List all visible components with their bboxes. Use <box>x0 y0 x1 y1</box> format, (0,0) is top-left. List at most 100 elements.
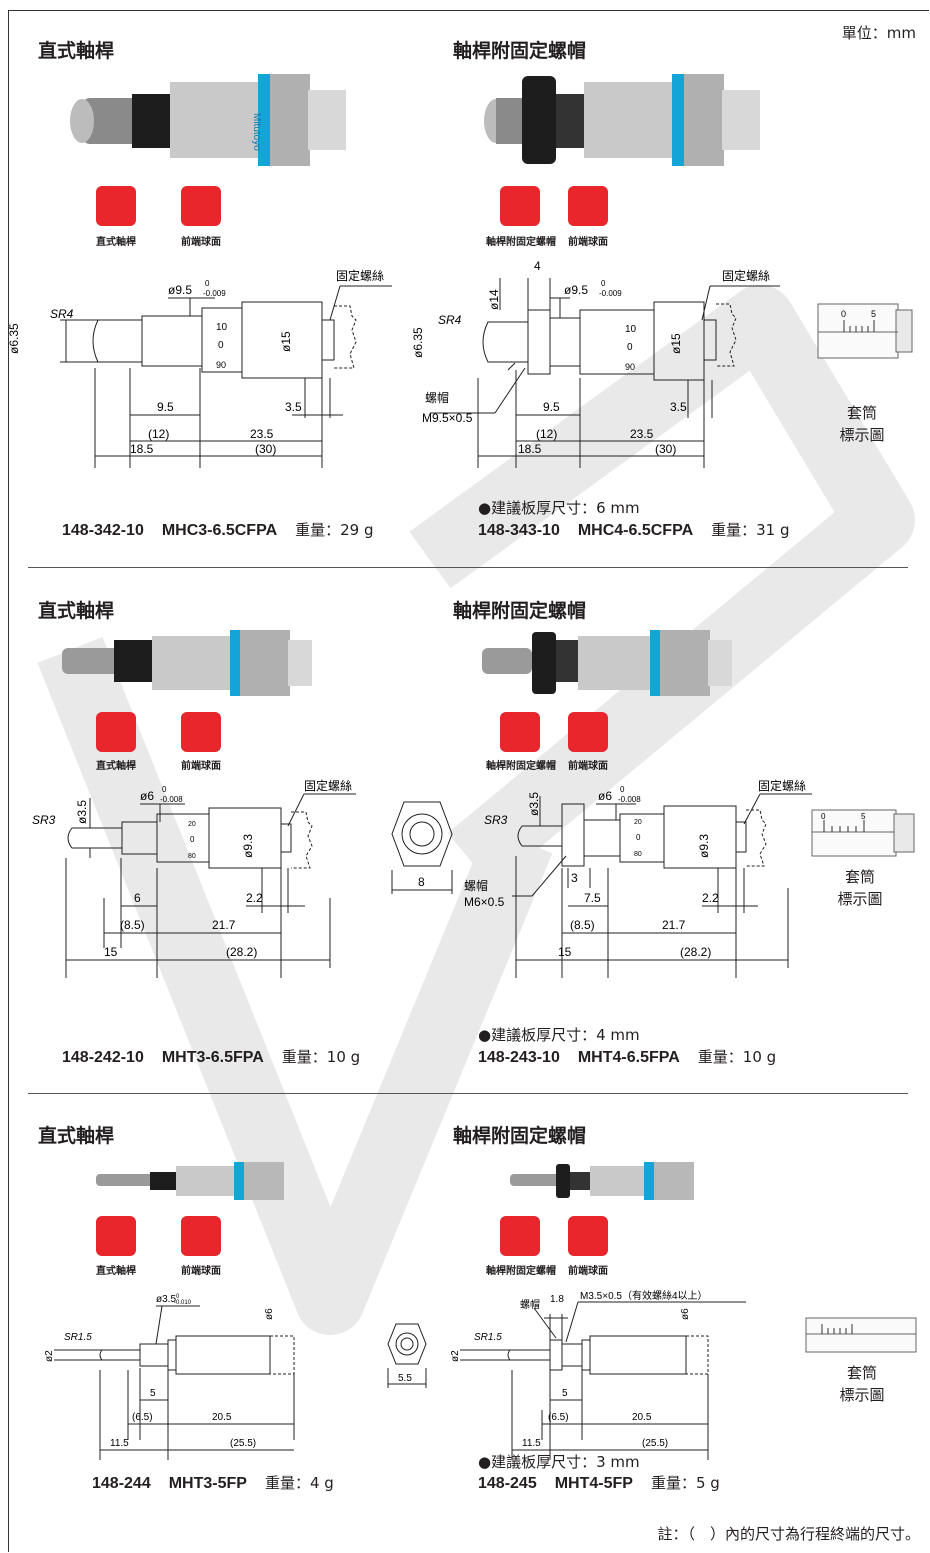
icon-label: 前端球面 <box>568 237 608 248</box>
icon-label: 軸桿附固定螺帽 <box>486 1266 556 1277</box>
dim-sr: SR1.5 <box>474 1332 502 1343</box>
lock-screw-label: 固定螺絲 <box>304 778 352 793</box>
dim-shaft-dia: ø6.35 <box>7 323 21 354</box>
dim-d6: (28.2) <box>226 945 257 959</box>
dim-d1: 6 <box>134 891 141 905</box>
dim-thimble-dia: ø9.3 <box>697 834 711 858</box>
dim-sr: SR3 <box>484 813 508 827</box>
dimension-drawing-mht4: SR3 ø3.5 ø6 0 -0.008 ø9.3 固定螺絲 20 0 80 3… <box>464 778 812 978</box>
dim-d5: 15 <box>104 945 118 959</box>
dim-d2: 3.5 <box>285 400 302 414</box>
dim-sr: SR3 <box>32 813 56 827</box>
scale-mark: 20 <box>188 821 196 828</box>
recommended-plate: ●建議板厚尺寸：3 mm <box>478 1453 640 1471</box>
straight-spindle-icon <box>96 1216 136 1256</box>
dim-sr: SR4 <box>438 313 462 327</box>
page-frame <box>8 10 929 1552</box>
nut-label: 螺帽 <box>464 878 488 893</box>
dim-thimble-dia: ø9.3 <box>241 834 255 858</box>
sleeve-label: 套筒標示圖 <box>837 868 883 908</box>
dim-tol-lower: -0.010 <box>174 1300 192 1306</box>
dim-spindle-dia: ø6 <box>598 789 612 803</box>
icon-label: 前端球面 <box>568 1266 608 1277</box>
dim-tol-lower: -0.008 <box>618 795 641 804</box>
dim-d3: (6.5) <box>548 1412 569 1423</box>
dim-sr: SR4 <box>50 307 74 321</box>
sleeve-tick: 0 <box>841 309 846 319</box>
dim-d3: (12) <box>148 427 169 441</box>
dim-spindle-dia: ø9.5 <box>168 283 192 297</box>
dim-d6: (25.5) <box>230 1438 256 1449</box>
sleeve-tick: 5 <box>871 309 876 319</box>
scale-mark: 0 <box>627 342 633 353</box>
dim-d2: 3.5 <box>670 400 687 414</box>
icon-label: 直式軸桿 <box>96 761 136 772</box>
straight-spindle-icon <box>96 186 136 226</box>
dim-shaft-dia: ø2 <box>450 1350 461 1362</box>
section-1-right-title: 軸桿附固定螺帽 <box>453 40 587 62</box>
scale-mark: 80 <box>188 853 196 860</box>
icon-label: 直式軸桿 <box>96 1266 136 1277</box>
dim-d4: 20.5 <box>212 1412 232 1423</box>
dim-tol-lower: -0.008 <box>160 795 183 804</box>
hex-width: 8 <box>418 875 425 889</box>
dim-d5: 15 <box>558 945 572 959</box>
spherical-tip-icon <box>568 1216 608 1256</box>
spindle-with-nut-icon <box>500 712 540 752</box>
scale-mark: 10 <box>216 322 228 333</box>
scale-mark: 0 <box>190 835 195 844</box>
dim-thimble-dia: ø6 <box>680 1308 691 1320</box>
section-2-left-title: 直式軸桿 <box>38 600 115 622</box>
nut-label: 螺帽 <box>425 390 449 405</box>
scale-mark: 90 <box>216 360 226 370</box>
dim-d5: 18.5 <box>518 442 542 456</box>
dim-tol-upper: 0 <box>162 785 167 794</box>
lock-screw-label: 固定螺絲 <box>722 268 770 283</box>
dim-d1: 5 <box>150 1388 156 1399</box>
sleeve-tick: 0 <box>821 812 826 821</box>
dim-tol-lower: -0.009 <box>203 289 226 298</box>
spherical-tip-icon <box>568 712 608 752</box>
dim-tol-upper: 0 <box>620 785 625 794</box>
dim-tol-upper: 0 <box>205 279 210 288</box>
dim-nut-width: 1.8 <box>550 1294 564 1305</box>
sleeve-tick: 5 <box>861 812 866 821</box>
dim-d1: 9.5 <box>157 400 174 414</box>
scale-mark: 10 <box>625 324 637 335</box>
dim-spindle-dia: ø9.5 <box>564 283 588 297</box>
dim-d6: (25.5) <box>642 1438 668 1449</box>
icon-label: 前端球面 <box>568 761 608 772</box>
section-3-left-title: 直式軸桿 <box>38 1125 115 1147</box>
icon-label: 前端球面 <box>181 237 221 248</box>
hex-width: 5.5 <box>398 1373 412 1384</box>
dim-d1: 5 <box>562 1388 568 1399</box>
dim-tol-upper: 0 <box>601 279 606 288</box>
dim-nut-width: 4 <box>534 259 541 273</box>
straight-spindle-icon <box>96 712 136 752</box>
dim-thimble-dia: ø15 <box>279 331 293 352</box>
dim-d5: 11.5 <box>522 1438 541 1449</box>
dim-shaft-dia: ø3.5 <box>75 800 89 824</box>
nut-label: 螺帽 <box>520 1298 540 1311</box>
dim-d1: 9.5 <box>543 400 560 414</box>
dim-d5: 11.5 <box>110 1438 129 1449</box>
dim-d6: (28.2) <box>680 945 711 959</box>
unit-label: 單位：mm <box>841 24 916 42</box>
product-photo-mht4-5 <box>510 1162 694 1200</box>
scale-mark: 0 <box>218 340 224 351</box>
nut-thread: M6×0.5 <box>464 895 505 909</box>
footnote: 註：（ ）內的尺寸為行程終端的尺寸。 <box>657 1525 920 1543</box>
spherical-tip-icon <box>181 1216 221 1256</box>
sleeve-graduation-2: 0 5 <box>811 809 915 857</box>
dim-shaft-dia: ø2 <box>44 1350 55 1362</box>
scale-mark: 90 <box>625 362 635 372</box>
dim-spindle-dia: ø6 <box>140 789 154 803</box>
dim-nut-dia: ø14 <box>487 289 501 310</box>
dim-d3: (6.5) <box>132 1412 153 1423</box>
dim-thimble-dia: ø6 <box>264 1308 275 1320</box>
sleeve-label: 套筒標示圖 <box>839 1364 885 1404</box>
dim-shaft-dia: ø3.5 <box>527 792 541 816</box>
section-divider <box>28 1093 908 1094</box>
